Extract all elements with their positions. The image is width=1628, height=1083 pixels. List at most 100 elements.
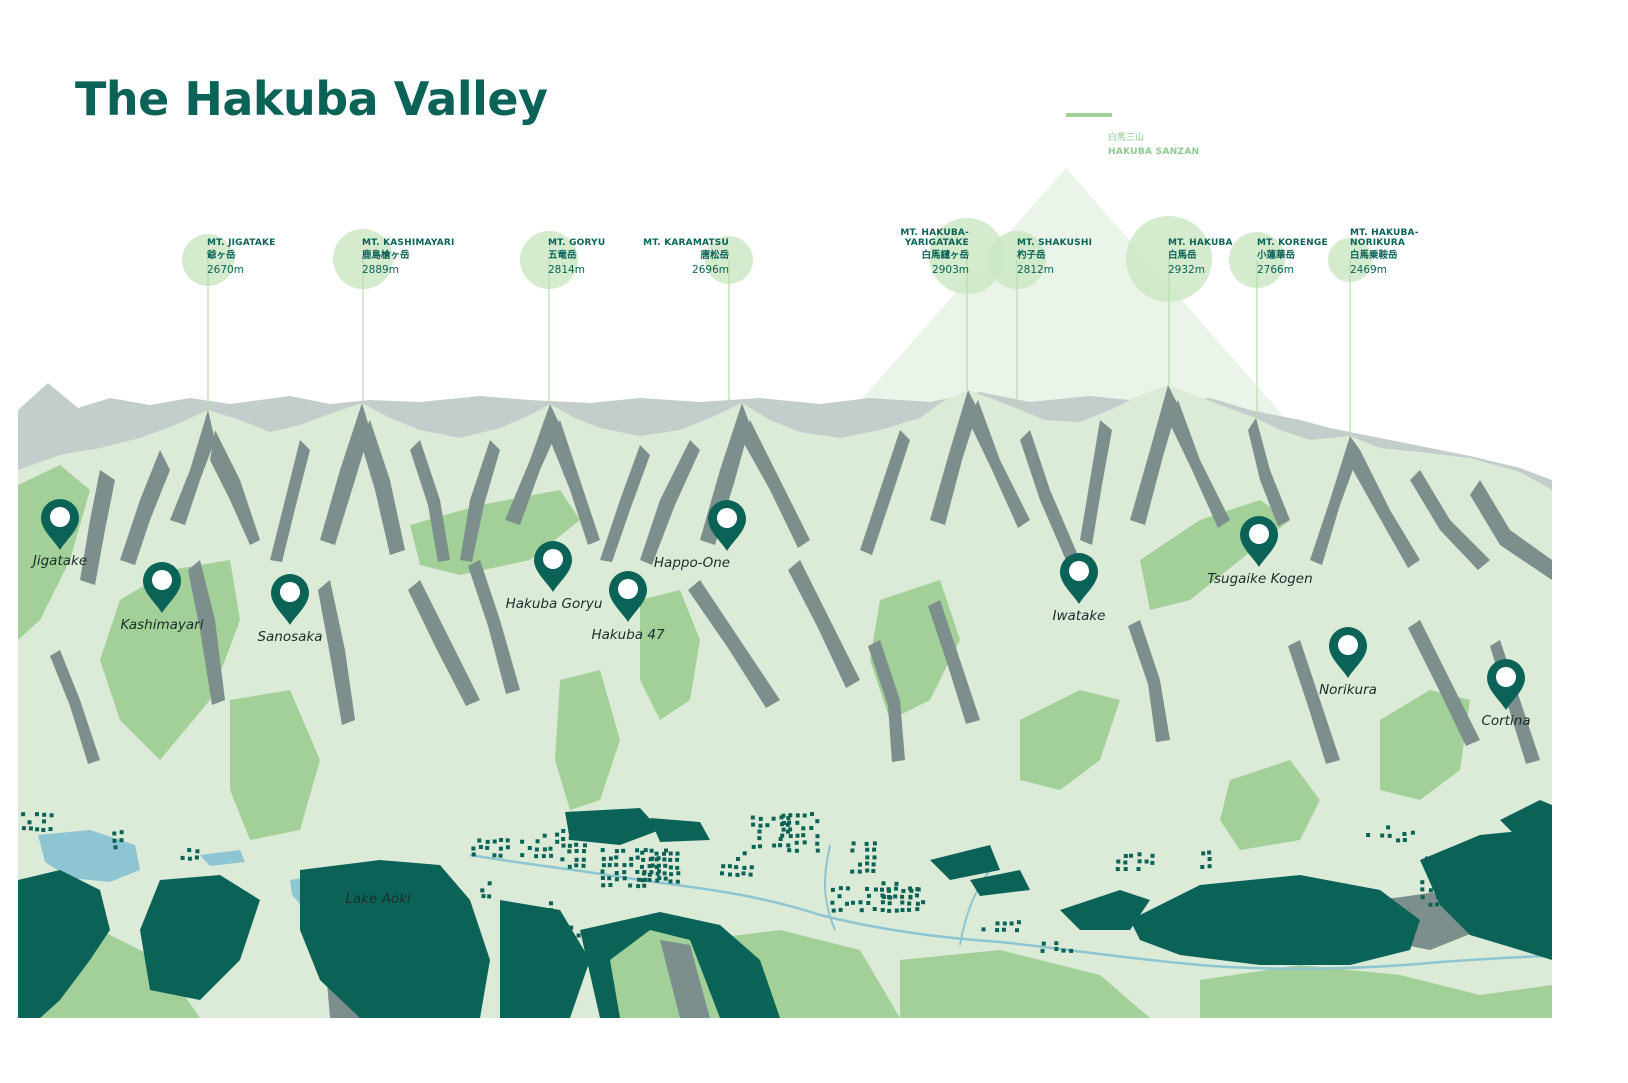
- map-pin-icon-hakuba-47[interactable]: [609, 571, 647, 622]
- pin-dot: [543, 549, 563, 569]
- village-building: [649, 848, 654, 853]
- village-building: [35, 812, 39, 817]
- village-building: [654, 857, 659, 862]
- village-building: [563, 932, 568, 937]
- village-building: [647, 872, 652, 877]
- resort-label-kashimayari[interactable]: Kashimayari: [120, 617, 204, 633]
- village-building: [780, 833, 785, 838]
- village-building: [915, 907, 920, 912]
- village-building: [882, 894, 886, 899]
- peak-label-hakuba-yarigatake: MT. HAKUBA- YARIGATAKE 白馬鑓ヶ岳 2903m: [829, 228, 969, 278]
- village-building: [866, 893, 871, 898]
- peak-name: MT. KASHIMAYARI: [362, 238, 455, 248]
- resort-label-iwatake[interactable]: Iwatake: [1052, 608, 1106, 624]
- sanzan-label: 白馬三山 HAKUBA SANZAN: [1108, 131, 1199, 159]
- map-pin-icon-happo-one[interactable]: [708, 500, 746, 551]
- village-building: [621, 848, 626, 853]
- village-building: [782, 821, 786, 825]
- village-building: [664, 848, 668, 853]
- village-building: [48, 827, 53, 832]
- village-building: [720, 871, 724, 876]
- village-building: [42, 819, 46, 824]
- village-building: [788, 813, 793, 818]
- village-building: [675, 851, 680, 856]
- village-building: [748, 872, 753, 877]
- pin-dot: [1069, 561, 1089, 581]
- map-pin-icon-cortina[interactable]: [1487, 659, 1525, 710]
- village-building: [614, 849, 619, 854]
- village-building: [734, 865, 739, 870]
- village-building: [28, 826, 33, 831]
- village-building: [1396, 838, 1401, 843]
- map-pin-icon-sanosaka[interactable]: [271, 574, 309, 625]
- village-building: [600, 876, 605, 880]
- resort-label-hakuba-goryu[interactable]: Hakuba Goryu: [505, 596, 603, 612]
- resort-label-jigatake[interactable]: Jigatake: [32, 553, 88, 569]
- village-building: [636, 884, 641, 889]
- village-building: [622, 870, 627, 875]
- village-building: [541, 908, 546, 913]
- peak-elevation: 2889m: [362, 264, 399, 276]
- peak-label-jigatake: MT. JIGATAKE 爺ヶ岳 2670m: [207, 238, 347, 278]
- village-building: [614, 855, 619, 860]
- pin-dot: [152, 570, 172, 590]
- village-building: [581, 863, 586, 868]
- village-building: [568, 828, 573, 833]
- village-building: [541, 854, 546, 859]
- forests: [18, 800, 1552, 1018]
- village-building: [865, 855, 870, 860]
- pin-dot: [1496, 667, 1516, 687]
- pin-dot: [50, 507, 70, 527]
- village-building: [480, 888, 485, 893]
- peak-name: MT. SHAKUSHI: [1017, 238, 1093, 248]
- map-pin-icon-kashimayari[interactable]: [143, 562, 181, 613]
- resort-label-tsugaike-kogen[interactable]: Tsugaike Kogen: [1207, 571, 1313, 587]
- village-building: [1420, 887, 1425, 892]
- resort-label-norikura[interactable]: Norikura: [1319, 682, 1377, 698]
- village-building: [662, 857, 667, 862]
- resort-label-sanosaka[interactable]: Sanosaka: [257, 629, 323, 645]
- map-pin-icon-iwatake[interactable]: [1060, 553, 1098, 604]
- map-pin-icon-norikura[interactable]: [1329, 627, 1367, 678]
- village-building: [1207, 864, 1212, 869]
- village-building: [921, 900, 926, 905]
- peak-elevation: 2814m: [548, 264, 585, 276]
- village-building: [838, 907, 843, 912]
- peak-elevation: 2469m: [1350, 264, 1387, 276]
- village-building: [561, 843, 566, 848]
- village-building: [858, 900, 863, 905]
- village-building: [810, 812, 814, 816]
- village-building: [663, 863, 668, 868]
- map-pin-icon-jigatake[interactable]: [41, 498, 79, 550]
- village-building: [569, 940, 574, 945]
- village-building: [801, 826, 806, 831]
- sanzan-triangle: [830, 168, 1300, 435]
- village-building: [857, 869, 862, 874]
- village-building: [608, 883, 613, 887]
- village-building: [481, 894, 486, 899]
- village-building: [864, 841, 869, 846]
- map-pin-icon-hakuba-goryu[interactable]: [534, 541, 572, 592]
- village-building: [742, 865, 747, 870]
- village-building: [41, 828, 46, 832]
- forest-grey-wedge: [660, 940, 710, 1018]
- peak-name-jp: 白馬乗鞍岳: [1350, 250, 1398, 261]
- village-building: [778, 837, 783, 841]
- village-building: [600, 869, 605, 874]
- village-building: [478, 845, 483, 849]
- village-building: [477, 838, 482, 843]
- village-building: [1150, 860, 1155, 865]
- map-pin-icon-tsugaike-kogen[interactable]: [1240, 516, 1278, 567]
- peak-name-jp: 杓子岳: [1017, 250, 1046, 261]
- resort-label-hakuba-47[interactable]: Hakuba 47: [591, 627, 665, 643]
- village-building: [795, 833, 800, 838]
- pin-dot: [1249, 524, 1269, 544]
- village-building: [915, 901, 920, 906]
- resort-label-cortina[interactable]: Cortina: [1481, 713, 1531, 729]
- village-building: [788, 827, 793, 832]
- village-building: [555, 832, 560, 837]
- village-building: [487, 881, 492, 886]
- resort-label-happo-one[interactable]: Happo-One: [653, 555, 731, 571]
- village-building: [1402, 832, 1407, 836]
- village-building: [894, 886, 898, 891]
